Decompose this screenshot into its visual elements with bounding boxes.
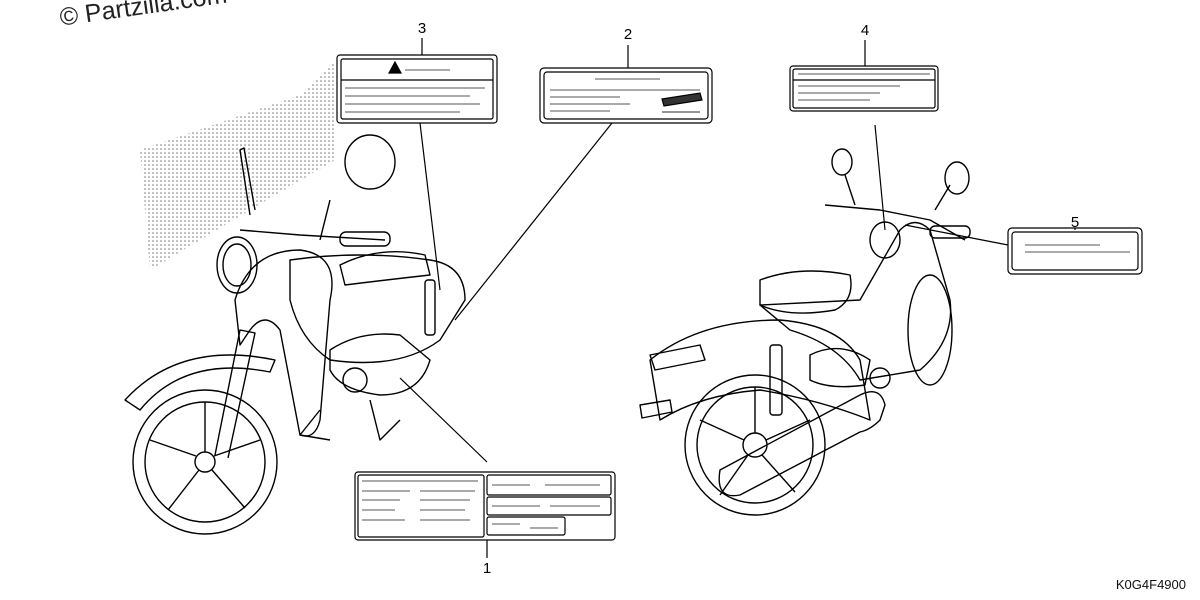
label-5-illustration xyxy=(1007,227,1143,275)
leader-lines xyxy=(399,38,1076,558)
halftone-shadow xyxy=(140,60,335,270)
callout-number: 1 xyxy=(482,560,492,577)
motorcycle-right-view xyxy=(639,148,971,516)
warning-icon xyxy=(387,60,403,74)
callout-number: 2 xyxy=(623,26,633,43)
diagram-code: K0G4F4900 xyxy=(1115,577,1186,592)
callout-number: 3 xyxy=(417,20,427,37)
label-2-illustration xyxy=(539,67,713,124)
motorcycle-left-view xyxy=(124,60,466,535)
label-1-illustration xyxy=(354,471,616,541)
label-4-illustration xyxy=(789,65,939,112)
callout-number: 4 xyxy=(860,22,870,39)
label-3-illustration xyxy=(336,54,498,124)
callout-number: 5 xyxy=(1070,214,1080,231)
